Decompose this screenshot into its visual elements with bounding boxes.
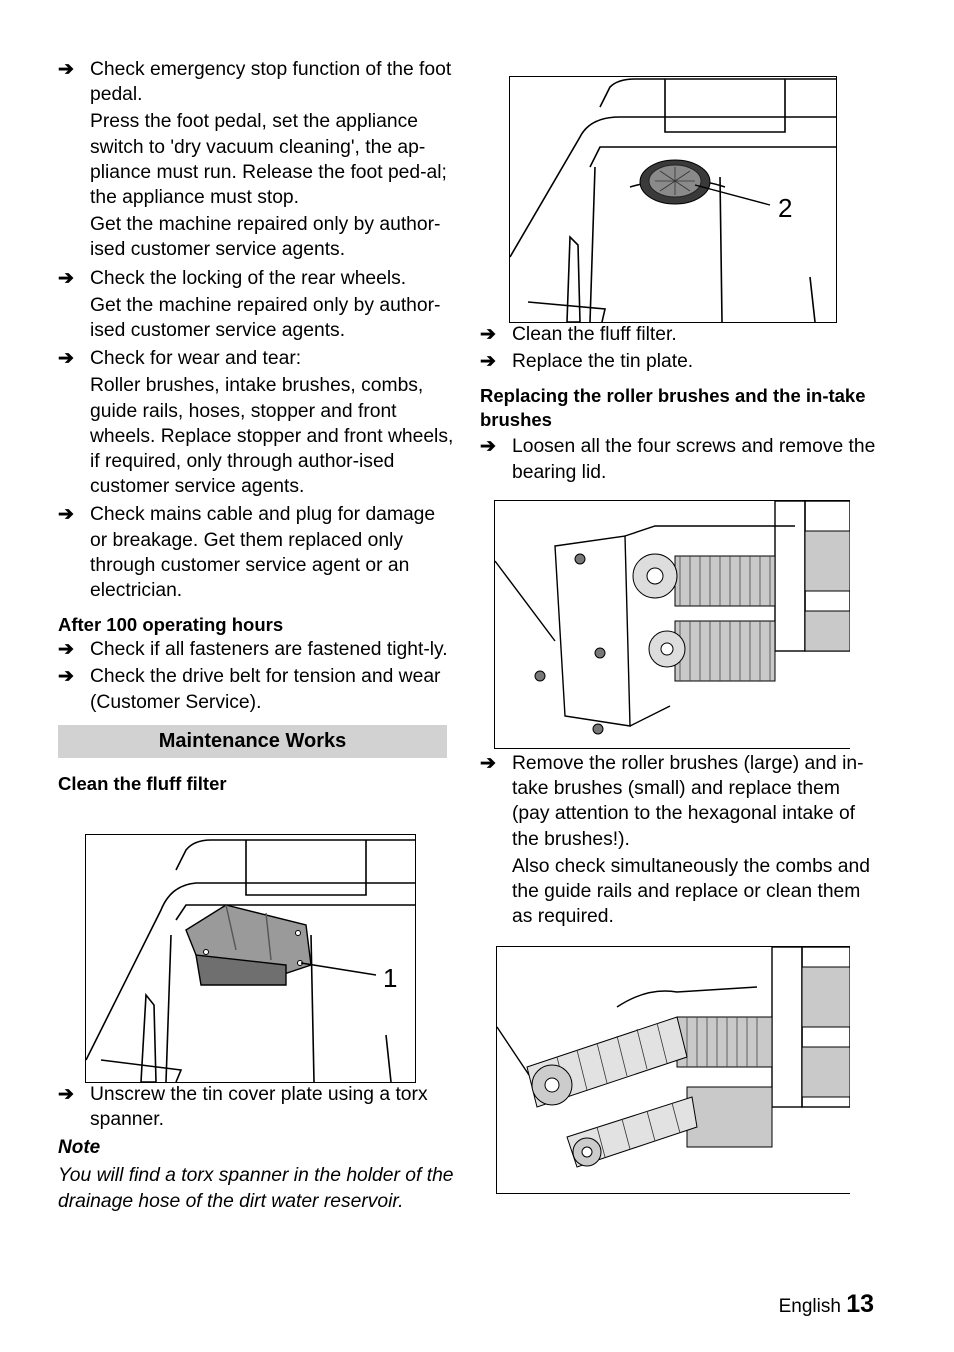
check-text: Check mains cable and plug for damage or… (90, 504, 436, 602)
figure-bearing-lid (494, 500, 850, 749)
footer-language: English (778, 1296, 841, 1317)
arrow-right-icon: ➔ (480, 753, 496, 774)
remove-text: Remove the roller brushes (large) and in… (512, 753, 864, 850)
check-subtext: Get the machine repaired only by author-… (90, 214, 441, 261)
right-column-middle: ➔ Remove the roller brushes (large) and … (480, 751, 880, 929)
unscrew-item: ➔ Unscrew the tin cover plate using a to… (58, 1082, 454, 1132)
after-100-text: Check if all fasteners are fastened tigh… (90, 639, 448, 661)
page-footer: English 13 (779, 1290, 874, 1319)
check-text: Check emergency stop function of the foo… (90, 59, 452, 106)
arrow-right-icon: ➔ (58, 59, 74, 80)
arrow-right-icon: ➔ (480, 351, 496, 373)
left-column-lower: ➔ Unscrew the tin cover plate using a to… (58, 1082, 454, 1214)
after-100-heading: After 100 operating hours (58, 614, 284, 636)
figure-brush-removal (496, 946, 850, 1194)
arrow-right-icon: ➔ (58, 666, 74, 688)
after-100-item: ➔ Check if all fasteners are fastened ti… (58, 637, 454, 662)
after-100-text: Check the drive belt for tension and wea… (90, 666, 441, 713)
section-title: Maintenance Works (58, 724, 447, 758)
page-number: 13 (846, 1290, 874, 1318)
loosen-text: Loosen all the four screws and remove th… (512, 436, 876, 483)
unscrew-text: Unscrew the tin cover plate using a torx… (90, 1084, 428, 1131)
left-column: ➔ Check emergency stop function of the f… (58, 57, 454, 796)
check-subtext: Press the foot pedal, set the appliance … (90, 111, 447, 209)
arrow-right-icon: ➔ (480, 324, 496, 345)
note-text: You will find a torx spanner in the hold… (58, 1165, 454, 1212)
check-subtext: Roller brushes, intake brushes, combs, g… (90, 375, 454, 498)
check-text: Check the locking of the rear wheels. (90, 267, 407, 289)
check-text: Check for wear and tear: (90, 348, 302, 370)
fluff-item-text: Clean the fluff filter. (512, 324, 677, 345)
arrow-right-icon: ➔ (480, 436, 496, 458)
figure-tin-cover-plate: 1 (85, 834, 416, 1083)
check-item: ➔ Check mains cable and plug for damage … (58, 502, 454, 603)
fluff-item: ➔ Clean the fluff filter. (480, 322, 880, 347)
check-item: ➔ Check the locking of the rear wheels. … (58, 266, 454, 344)
after-100-item: ➔ Check the drive belt for tension and w… (58, 664, 454, 714)
arrow-right-icon: ➔ (58, 504, 74, 526)
arrow-right-icon: ➔ (58, 267, 74, 289)
right-column-upper: ➔ Clean the fluff filter. ➔ Replace the … (480, 322, 880, 485)
check-subtext: Get the machine repaired only by author-… (90, 294, 441, 342)
check-item: ➔ Check emergency stop function of the f… (58, 57, 454, 263)
replace-brushes-heading: Replacing the roller brushes and the in-… (480, 385, 866, 431)
fluff-item: ➔ Replace the tin plate. (480, 349, 880, 374)
check-item: ➔ Check for wear and tear: Roller brushe… (58, 346, 454, 499)
arrow-right-icon: ➔ (58, 639, 74, 661)
fluff-filter-heading: Clean the fluff filter (58, 772, 227, 794)
arrow-right-icon: ➔ (58, 348, 74, 370)
fluff-item-text: Replace the tin plate. (512, 351, 694, 373)
arrow-right-icon: ➔ (58, 1084, 74, 1105)
remove-item: ➔ Remove the roller brushes (large) and … (480, 751, 880, 929)
figure2-callout: 2 (778, 193, 792, 223)
note-title: Note (58, 1137, 101, 1159)
figure-fluff-filter: 2 (509, 76, 837, 323)
loosen-item: ➔ Loosen all the four screws and remove … (480, 434, 880, 484)
figure1-callout: 1 (383, 963, 397, 993)
remove-subtext: Also check simultaneously the combs and … (512, 855, 870, 928)
